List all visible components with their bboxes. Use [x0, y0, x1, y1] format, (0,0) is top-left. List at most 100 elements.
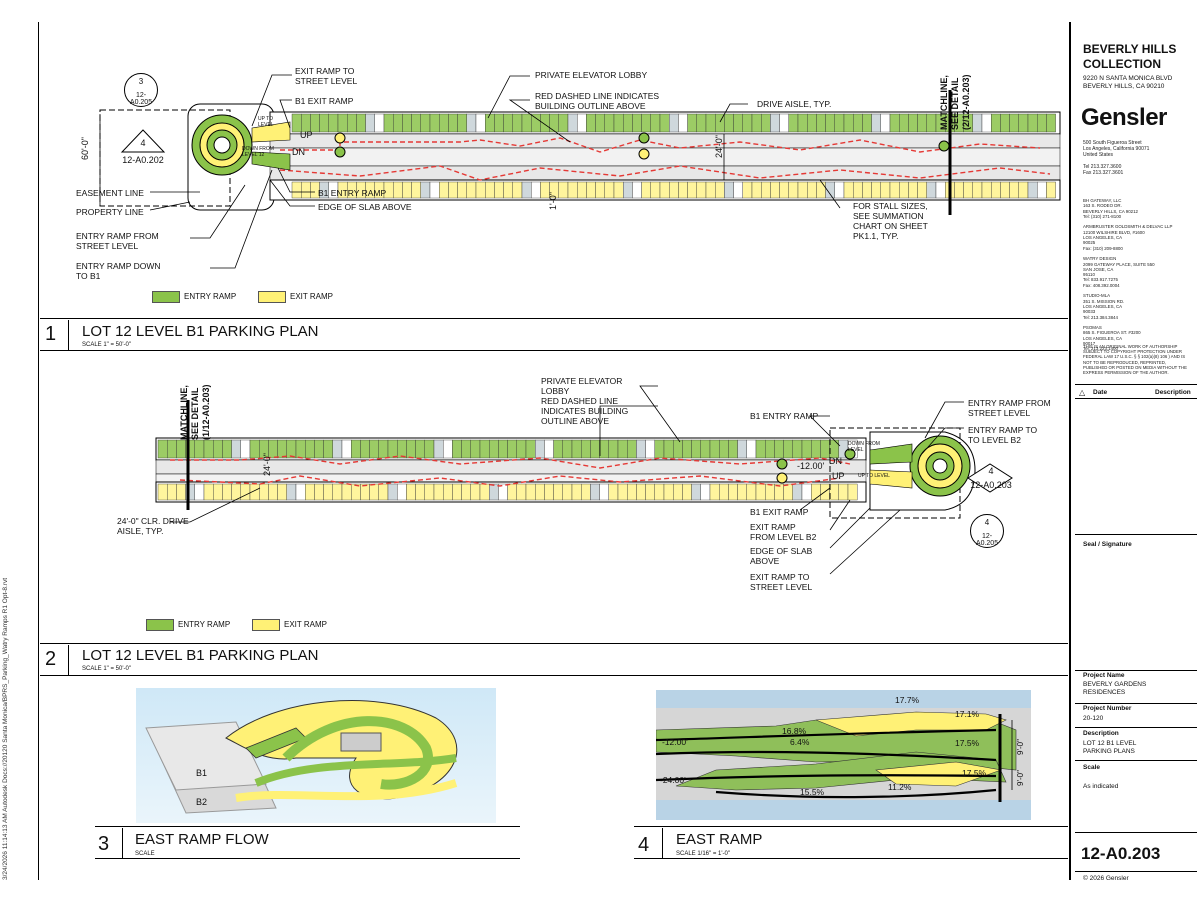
- parking-stall: [765, 439, 775, 459]
- parking-stall: [369, 439, 380, 459]
- parking-stall: [402, 113, 412, 133]
- note-easement: EASEMENT LINE: [76, 188, 144, 198]
- parking-stall: [1046, 113, 1056, 133]
- ramp2-up: UP: [832, 471, 845, 481]
- parking-stall: [825, 113, 835, 133]
- flow-arrows-1: [334, 132, 950, 160]
- parking-stall: [535, 483, 545, 501]
- project-number-value: 20-120: [1083, 715, 1104, 722]
- parking-stall: [291, 181, 302, 199]
- parking-stall: [654, 483, 665, 501]
- parking-stall: [411, 181, 422, 199]
- parking-stall: [558, 113, 569, 133]
- parking-stall: [599, 483, 609, 501]
- rev-desc: Description: [1155, 389, 1191, 396]
- parking-stall: [507, 483, 518, 501]
- parking-stall: [761, 113, 771, 133]
- parking-stall: [770, 181, 780, 199]
- parking-stall: [691, 439, 701, 459]
- parking-stall: [617, 439, 628, 459]
- parking-stall: [301, 181, 311, 199]
- parking-stall: [719, 483, 729, 501]
- project-name-value: BEVERLY GARDENS RESIDENCES: [1083, 681, 1147, 696]
- parking-stall: [755, 483, 766, 501]
- legend-exit-swatch-2: [252, 619, 280, 631]
- parking-stall: [719, 439, 729, 459]
- parking-stall: [319, 113, 330, 133]
- parking-stall: [360, 439, 370, 459]
- building-outline-2: [170, 455, 851, 469]
- parking-stall: [314, 483, 324, 501]
- note-entry-from-street: ENTRY RAMP FROM STREET LEVEL: [76, 231, 159, 251]
- parking-stall: [516, 483, 527, 501]
- parking-stall: [429, 113, 440, 133]
- legend-entry-label-1: ENTRY RAMP: [184, 292, 237, 301]
- parking-stall: [433, 439, 444, 459]
- note-entry-down: ENTRY RAMP DOWN TO B1: [76, 261, 161, 281]
- parking-stall: [847, 483, 858, 501]
- parking-stall: [1000, 181, 1010, 199]
- file-stamp-text: 3/24/2026 11:14:13 AM Autodesk Docs://20…: [2, 577, 9, 880]
- project-address-line1: 9220 N SANTA MONICA BLVD: [1083, 75, 1173, 82]
- parking-stall: [387, 483, 398, 501]
- view-number-1: 1: [45, 323, 57, 345]
- dim2-aisle: 24'-0": [262, 453, 272, 476]
- scale-top: [1075, 760, 1197, 761]
- parking-stall: [512, 181, 523, 199]
- leader-lines-1: [149, 74, 841, 269]
- parking-stall: [617, 483, 628, 501]
- callout-3-ref: 12-A0.205: [129, 92, 153, 106]
- parking-stall: [687, 181, 697, 199]
- parking-stall: [991, 181, 1001, 199]
- seal-label: Seal / Signature: [1083, 541, 1132, 548]
- callout-4-b[interactable]: 4 12-A0.205: [970, 514, 1004, 548]
- note2-exit-from-b2: EXIT RAMP FROM LEVEL B2: [750, 522, 817, 542]
- parking-stall: [378, 483, 389, 501]
- note2-entry-from-street: ENTRY RAMP FROM STREET LEVEL: [968, 398, 1051, 418]
- parking-stall: [590, 439, 600, 459]
- dim4-2: 9'-0": [1016, 770, 1025, 786]
- parking-stall: [862, 181, 872, 199]
- parking-stall: [779, 181, 789, 199]
- parking-stall: [604, 181, 615, 199]
- parking-stall: [871, 113, 881, 133]
- parking-stall: [1037, 181, 1047, 199]
- title-bar-top-2: [40, 643, 1068, 644]
- parking-stall: [268, 483, 278, 501]
- parking-stall: [991, 113, 1001, 133]
- parking-stall: [829, 483, 839, 501]
- parking-stall: [402, 181, 412, 199]
- parking-stall: [673, 483, 683, 501]
- parking-stall: [632, 113, 642, 133]
- parking-stall: [378, 439, 389, 459]
- parking-stall: [862, 113, 872, 133]
- parking-stall: [783, 483, 793, 501]
- parking-stall: [705, 181, 716, 199]
- callout-3[interactable]: 3 12-A0.205: [124, 73, 158, 107]
- parking-stall: [853, 113, 863, 133]
- ramp-label-dn: DN: [292, 147, 305, 157]
- parking-stall: [549, 113, 560, 133]
- parking-stall: [724, 113, 734, 133]
- note2-edge-slab: EDGE OF SLAB ABOVE: [750, 546, 813, 566]
- leader-lines-2: [170, 385, 964, 575]
- parking-stall: [678, 113, 688, 133]
- parking-stall: [1009, 181, 1019, 199]
- parking-stall: [751, 113, 762, 133]
- seal-top: [1075, 534, 1197, 535]
- parking-stall: [443, 483, 453, 501]
- parking-stall: [439, 113, 449, 133]
- callout-elev-2[interactable]: 4 12-A0.203: [966, 462, 1016, 502]
- copyright: © 2026 Gensler: [1083, 875, 1129, 882]
- parking-stall: [581, 483, 591, 501]
- note2-red-dashed: RED DASHED LINE INDICATES BUILDING OUTLI…: [541, 396, 629, 426]
- callout-elev-1[interactable]: 4 12-A0.202: [118, 128, 168, 174]
- parking-stall: [737, 439, 747, 459]
- sheet-number: 12-A0.203: [1081, 844, 1161, 863]
- scale-label: Scale: [1083, 764, 1100, 771]
- callout-right-num: 4: [988, 466, 994, 476]
- note-b1-entry: B1 ENTRY RAMP: [318, 188, 387, 198]
- parking-stall: [305, 439, 315, 459]
- helix-ramp-1: [191, 114, 291, 176]
- parking-stall: [700, 483, 711, 501]
